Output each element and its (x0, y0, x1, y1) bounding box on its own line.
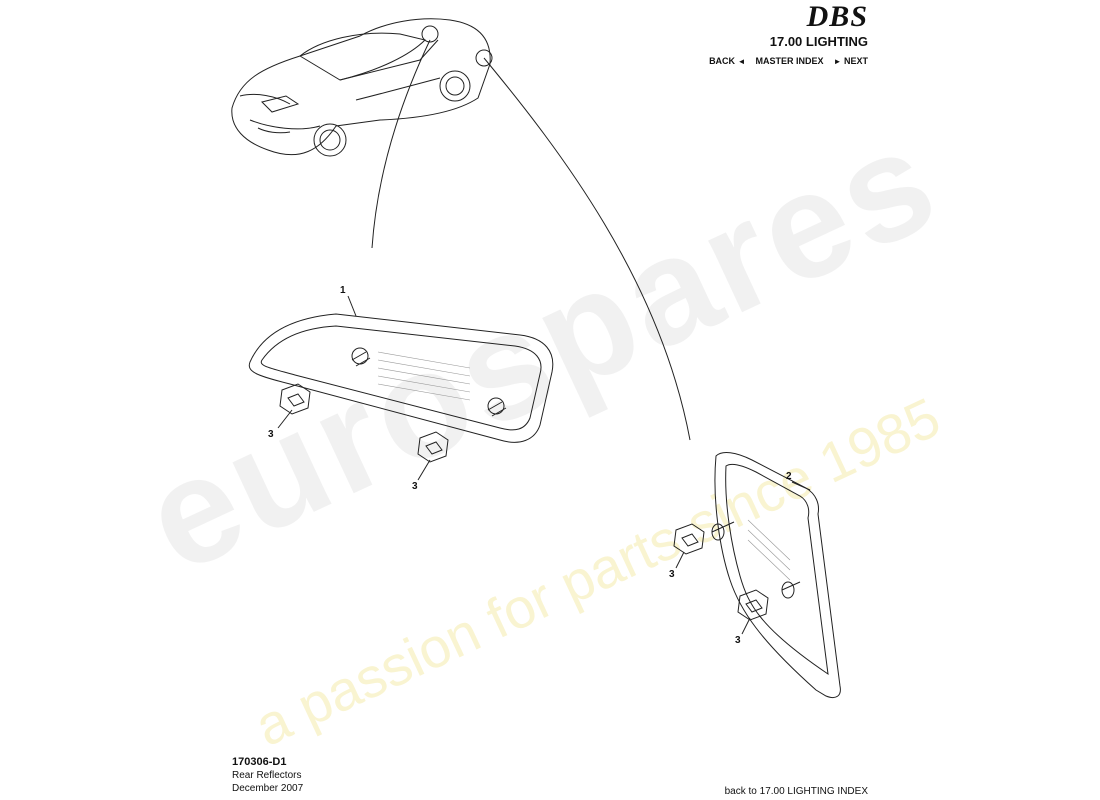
dbs-logo: DBS (806, 0, 868, 33)
diagram-title: Rear Reflectors (232, 770, 302, 781)
callout-leader-2 (791, 481, 811, 491)
reflector-left-part (248, 313, 554, 443)
back-to-index-link[interactable]: back to 17.00 LIGHTING INDEX (724, 786, 868, 797)
back-arrow-icon: ◄ (737, 57, 746, 66)
callout-number-3d: 3 (735, 635, 741, 646)
reflector-right-part (711, 452, 841, 699)
next-link[interactable]: ► NEXT (834, 56, 868, 66)
next-label: NEXT (843, 56, 868, 66)
nut-part-3 (673, 523, 705, 555)
section-title: 17.00 LIGHTING (769, 34, 868, 49)
nut-part-1 (279, 383, 311, 415)
leader-line-right (483, 57, 691, 441)
callout-leader-3c (675, 551, 685, 569)
back-label: BACK (709, 56, 736, 66)
callout-leader-1 (347, 295, 357, 317)
nut-part-4 (737, 589, 769, 621)
nut-part-2 (417, 431, 449, 463)
callout-leader-3d (741, 617, 751, 635)
callout-number-3c: 3 (669, 569, 675, 580)
callout-leader-3b (417, 459, 431, 481)
callout-number-1: 1 (340, 285, 346, 296)
leader-line-left (371, 39, 431, 249)
back-link[interactable]: BACK ◄ (709, 56, 745, 66)
next-arrow-icon: ► (833, 57, 842, 66)
callout-number-3b: 3 (412, 481, 418, 492)
nav-bar: BACK ◄ MASTER INDEX ► NEXT (709, 56, 868, 66)
callout-leader-3a (277, 409, 293, 429)
diagram-code: 170306-D1 (232, 756, 287, 768)
footer-info: 170306-D1 Rear Reflectors December 2007 (232, 756, 303, 795)
car-illustration (231, 18, 493, 157)
diagram-date: December 2007 (232, 783, 304, 794)
master-index-link[interactable]: MASTER INDEX (755, 56, 824, 66)
callout-number-3a: 3 (268, 429, 274, 440)
callout-number-2: 2 (786, 471, 792, 482)
